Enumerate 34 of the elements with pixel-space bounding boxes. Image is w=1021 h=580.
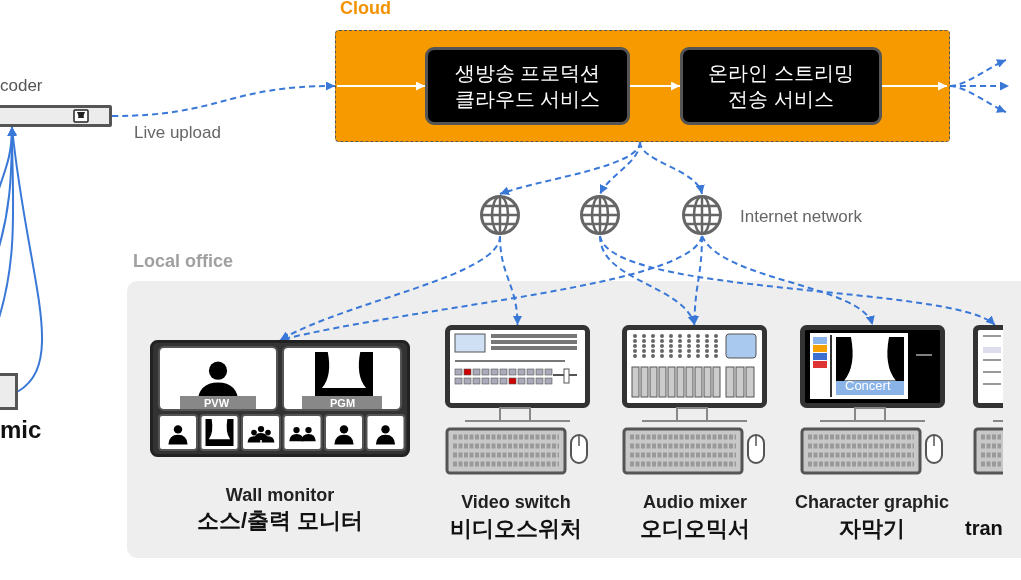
screen-label: PVW xyxy=(204,397,230,411)
arrow xyxy=(881,81,948,91)
service-box xyxy=(680,47,882,125)
screen-label: PGM xyxy=(330,397,356,411)
device-label: Video switch xyxy=(460,492,572,514)
section-heading: Cloud xyxy=(340,0,391,20)
device-label: 소스/출력 모니터 xyxy=(195,508,365,535)
arrow xyxy=(690,235,703,326)
arrow xyxy=(599,235,696,326)
network-label: Internet network xyxy=(740,207,862,228)
device-label: mic xyxy=(0,416,42,445)
device-label: Character graphic xyxy=(793,492,951,514)
arrow xyxy=(111,81,336,117)
arrow xyxy=(639,141,703,195)
arrow xyxy=(599,235,996,326)
arrow xyxy=(949,85,1007,113)
device-heading: coder xyxy=(0,76,43,97)
device-label: tran xyxy=(965,516,1003,540)
arrow xyxy=(279,235,703,343)
box-text: 생방송 프로덕션 클라우드 서비스 xyxy=(453,61,602,112)
arrow xyxy=(701,235,874,326)
arrow xyxy=(499,235,522,326)
box-text: 온라인 스트리밍 전송 서비스 xyxy=(707,61,855,112)
device-label: Audio mixer xyxy=(642,492,748,514)
arrow xyxy=(336,81,426,91)
screen-caption: Concert xyxy=(845,378,891,394)
section-heading: Local office xyxy=(133,251,234,273)
service-box xyxy=(425,47,630,125)
device-label: 오디오믹서 xyxy=(639,516,751,543)
arrow xyxy=(629,81,681,91)
device-label: 비디오스위처 xyxy=(449,516,583,543)
edge-label: Live upload xyxy=(132,123,223,144)
device-label: Wall monitor xyxy=(224,485,336,507)
device-label: 자막기 xyxy=(838,516,906,543)
